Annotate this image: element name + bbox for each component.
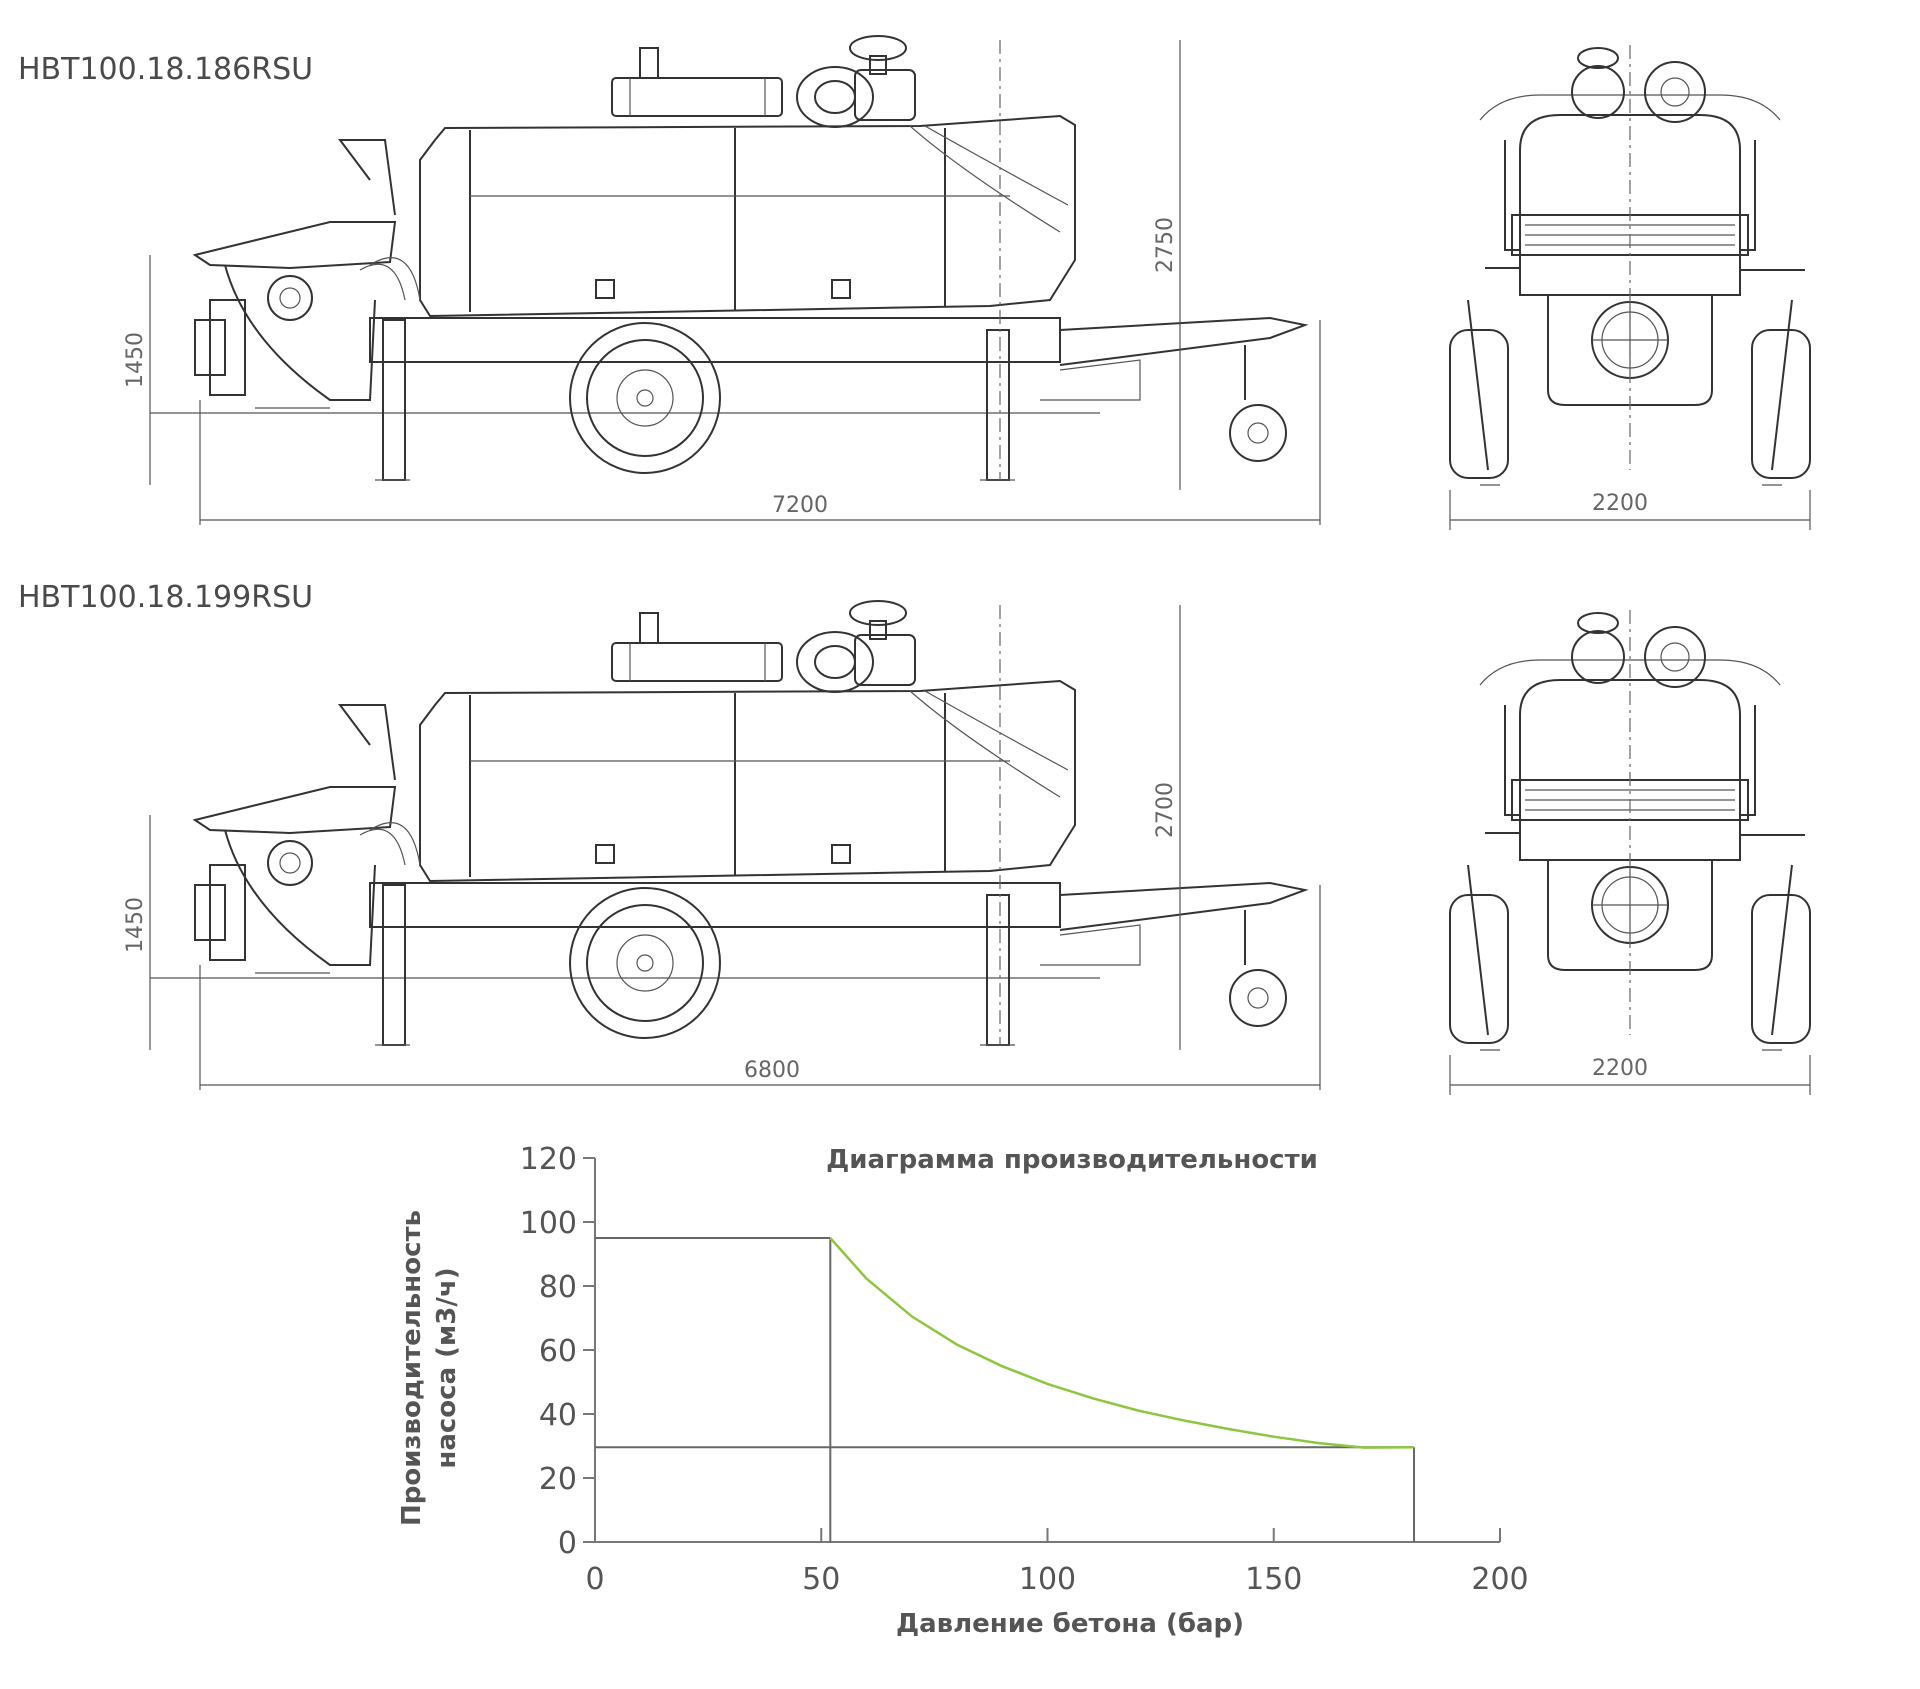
- model-2-title: HBT100.18.199RSU: [18, 580, 314, 615]
- x-tick-label: 200: [1471, 1562, 1528, 1597]
- chart-title: Диаграмма производительности: [826, 1145, 1318, 1175]
- y-tick-label: 40: [539, 1398, 577, 1433]
- model-1-chute-height-label: 1450: [123, 332, 148, 388]
- y-tick-label: 60: [539, 1334, 577, 1369]
- x-tick-label: 0: [585, 1562, 604, 1597]
- model-1-length-label: 7200: [772, 493, 828, 518]
- model-2-height-label: 2700: [1153, 782, 1178, 838]
- x-tick-label: 150: [1245, 1562, 1302, 1597]
- y-tick-label: 120: [520, 1142, 577, 1177]
- y-tick-label: 80: [539, 1270, 577, 1305]
- y-tick-label: 100: [520, 1206, 577, 1241]
- x-tick-label: 50: [802, 1562, 840, 1597]
- model-2-side-view: 6800 2700 1450: [123, 600, 1321, 1090]
- model-1-width-label: 2200: [1592, 491, 1648, 516]
- x-tick-label: 100: [1019, 1562, 1076, 1597]
- y-tick-label: 0: [558, 1526, 577, 1561]
- model-1-height-label: 2750: [1153, 217, 1178, 273]
- model-1-rear-view: 2200: [1449, 44, 1811, 531]
- chart-series: [829, 1237, 1415, 1449]
- model-2-length-label: 6800: [744, 1058, 800, 1083]
- model-1-title: HBT100.18.186RSU: [18, 52, 314, 87]
- model-1-side-view: 7200 2750 1450: [123, 35, 1321, 525]
- performance-chart: Диаграмма производительности 0 20 40 60 80 10…: [397, 1142, 1529, 1639]
- model-2-chute-height-label: 1450: [123, 897, 148, 953]
- model-2-width-label: 2200: [1592, 1056, 1648, 1081]
- y-tick-label: 20: [539, 1462, 577, 1497]
- chart-axes: [583, 1157, 1501, 1543]
- chart-y-axis-label-line1: Производительность: [397, 1210, 427, 1526]
- series-line: [829, 1237, 1415, 1449]
- model-2-rear-view: 2200: [1449, 609, 1811, 1096]
- chart-x-axis-label: Давление бетона (бар): [896, 1609, 1244, 1639]
- chart-reference-lines: [595, 1237, 1416, 1542]
- chart-tick-labels: 0 20 40 60 80 100 120 0 50 100 150 200: [520, 1142, 1529, 1597]
- chart-y-axis-label-line2: насоса (м3/ч): [432, 1267, 462, 1468]
